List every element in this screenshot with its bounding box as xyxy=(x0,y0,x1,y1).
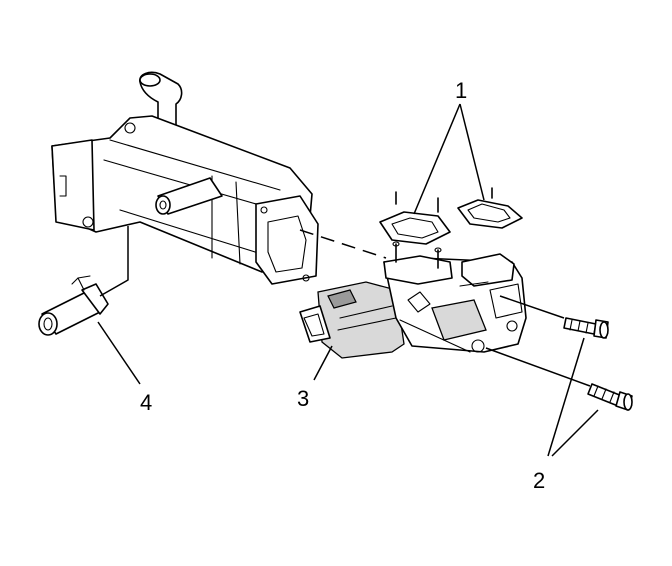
assembly-lines xyxy=(99,226,591,387)
callout-4: 4 xyxy=(140,390,152,415)
callout-leaders xyxy=(97,103,599,457)
gaskets xyxy=(379,187,523,245)
callout-2: 2 xyxy=(533,468,545,493)
callout-1: 1 xyxy=(455,78,467,103)
callout-3: 3 xyxy=(297,386,309,411)
egr-cooler xyxy=(51,71,319,285)
bolts xyxy=(563,317,633,411)
egr-valve xyxy=(299,241,527,359)
coolant-hose-fitting xyxy=(38,275,109,336)
